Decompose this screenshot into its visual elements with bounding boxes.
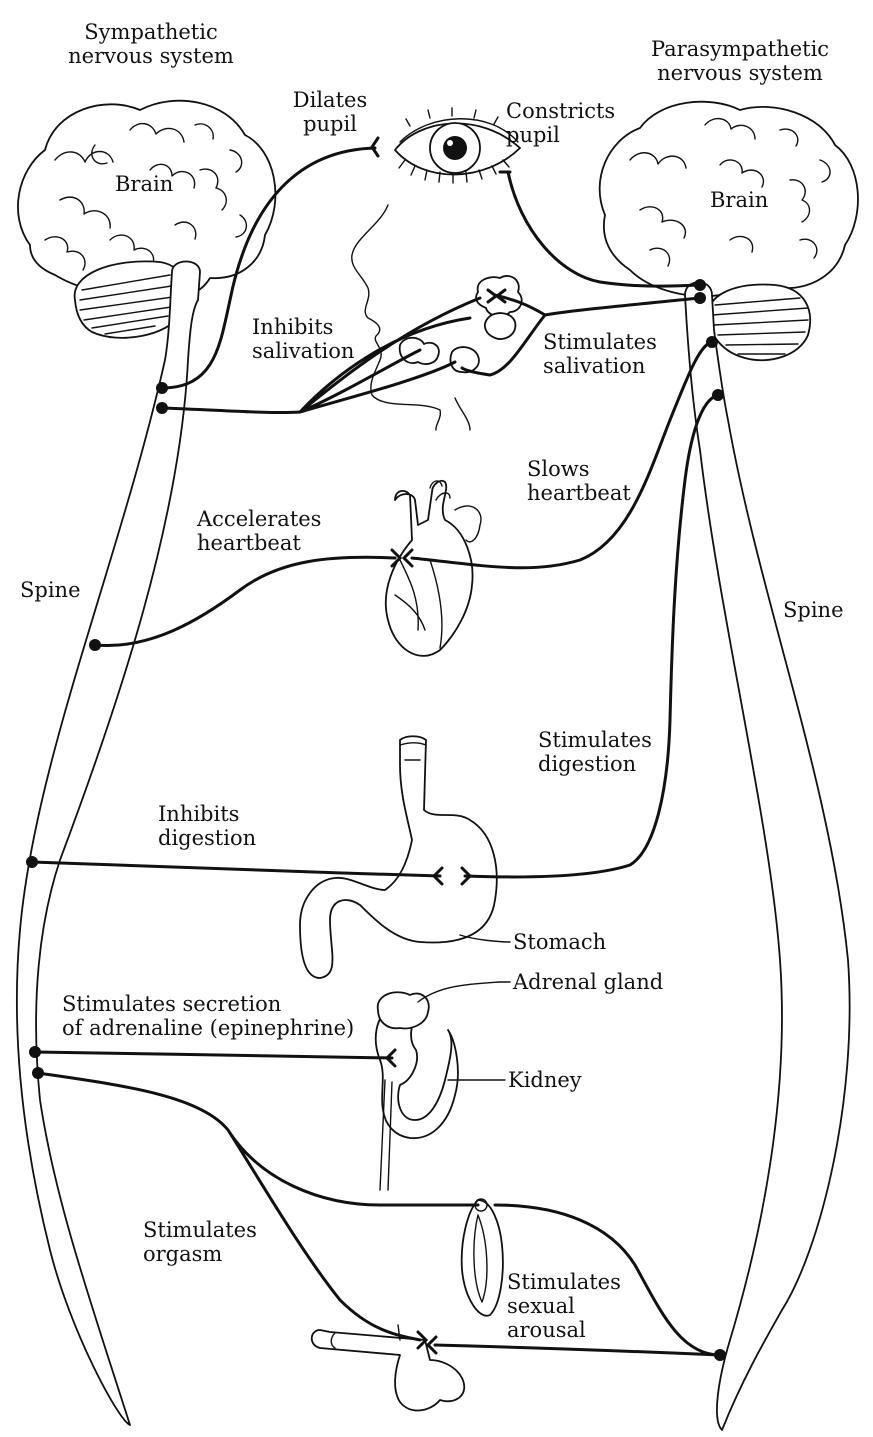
stimulates-sexual-arousal-line2: sexual [507, 1294, 621, 1318]
stimulates-orgasm-label: Stimulates orgasm [143, 1218, 257, 1266]
inhibits-digestion-line2: digestion [158, 826, 256, 850]
accelerates-heartbeat-label: Accelerates heartbeat [197, 507, 321, 555]
slows-heartbeat-line2: heartbeat [527, 481, 631, 505]
dilates-pupil-line1: Dilates [290, 88, 370, 112]
accelerates-heartbeat-line1: Accelerates [197, 507, 321, 531]
constricts-pupil-line1: Constricts [506, 99, 615, 123]
sympathetic-title-line2: nervous system [66, 44, 236, 68]
stimulates-sexual-arousal-label: Stimulates sexual arousal [507, 1270, 621, 1342]
inhibits-salivation-label: Inhibits salivation [252, 315, 354, 363]
spine-label-left: Spine [20, 578, 81, 602]
male-genitalia-drawing [312, 1325, 464, 1410]
adrenal-gland-drawing [378, 992, 429, 1028]
stomach-drawing [300, 736, 497, 978]
sympathetic-title: Sympathetic nervous system [66, 20, 236, 68]
stimulates-sexual-arousal-line1: Stimulates [507, 1270, 621, 1294]
nerve-endpoints [26, 279, 726, 1361]
sympathetic-title-line1: Sympathetic [66, 20, 236, 44]
stimulates-digestion-label: Stimulates digestion [538, 728, 652, 776]
constricts-pupil-label: Constricts pupil [506, 99, 615, 147]
stimulates-salivation-line1: Stimulates [543, 330, 657, 354]
stomach-label: Stomach [513, 930, 606, 954]
adrenaline-line1: Stimulates secretion [62, 992, 354, 1016]
kidney-drawing [376, 1006, 458, 1190]
constricts-pupil-line2: pupil [506, 123, 615, 147]
slows-heartbeat-line1: Slows [527, 457, 631, 481]
adrenaline-line2: of adrenaline (epinephrine) [62, 1016, 354, 1040]
female-genitalia-drawing [462, 1199, 503, 1316]
heart-drawing [386, 481, 481, 656]
dilates-pupil-label: Dilates pupil [290, 88, 370, 136]
right-spine [685, 282, 850, 1430]
inhibits-salivation-line1: Inhibits [252, 315, 354, 339]
brain-label-left: Brain [115, 172, 173, 196]
adrenal-gland-label: Adrenal gland [513, 970, 663, 994]
stimulates-salivation-line2: salivation [543, 354, 657, 378]
stimulates-salivation-label: Stimulates salivation [543, 330, 657, 378]
inhibits-digestion-label: Inhibits digestion [158, 802, 256, 850]
parasympathetic-title-line1: Parasympathetic [640, 37, 840, 61]
sympathetic-digestion-nerve [32, 862, 440, 876]
slows-heartbeat-label: Slows heartbeat [527, 457, 631, 505]
adrenaline-label: Stimulates secretion of adrenaline (epin… [62, 992, 354, 1040]
spine-label-right: Spine [783, 598, 844, 622]
stimulates-orgasm-line1: Stimulates [143, 1218, 257, 1242]
brain-label-right: Brain [710, 188, 768, 212]
inhibits-digestion-line1: Inhibits [158, 802, 256, 826]
stimulates-digestion-line1: Stimulates [538, 728, 652, 752]
parasympathetic-title-line2: nervous system [640, 61, 840, 85]
sympathetic-adrenal-nerve [35, 1052, 392, 1058]
face-profile [352, 205, 470, 430]
parasympathetic-title: Parasympathetic nervous system [640, 37, 840, 85]
stimulates-orgasm-line2: orgasm [143, 1242, 257, 1266]
accelerates-heartbeat-line2: heartbeat [197, 531, 321, 555]
inhibits-salivation-line2: salivation [252, 339, 354, 363]
kidney-label: Kidney [508, 1068, 582, 1092]
stimulates-sexual-arousal-line3: arousal [507, 1318, 621, 1342]
sympathetic-sexual-nerve [38, 1073, 478, 1340]
leader-lines [418, 935, 510, 1080]
dilates-pupil-line2: pupil [290, 112, 370, 136]
right-cerebellum [708, 285, 810, 361]
stimulates-digestion-line2: digestion [538, 752, 652, 776]
